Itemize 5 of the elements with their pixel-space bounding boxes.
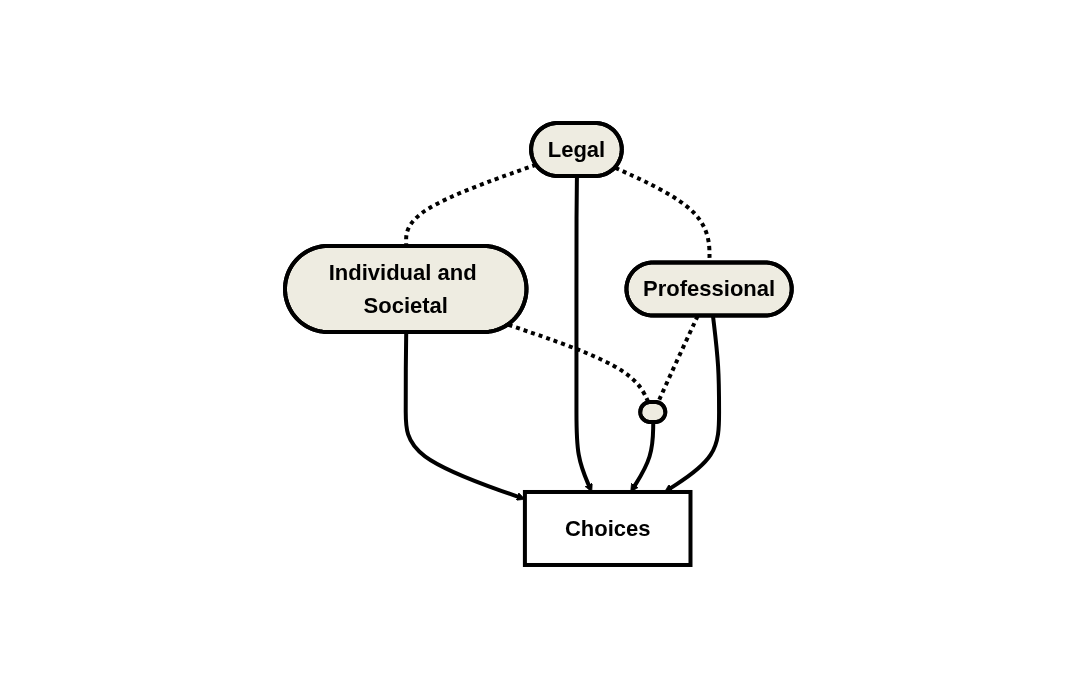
arrow — [574, 175, 593, 492]
connector — [404, 162, 537, 247]
arrow — [664, 315, 722, 492]
node-box: Choices — [523, 489, 693, 567]
arrow — [630, 421, 656, 492]
